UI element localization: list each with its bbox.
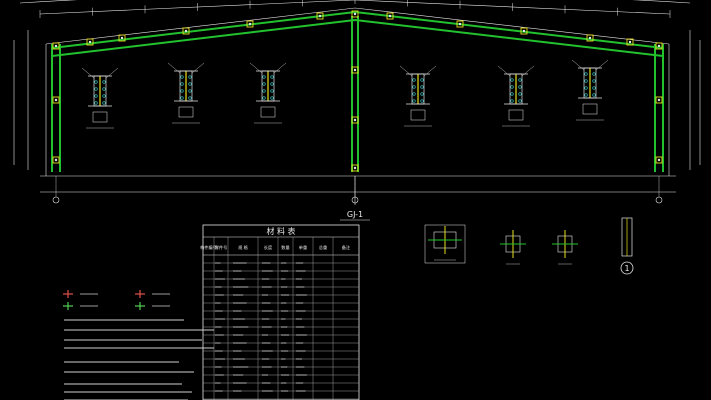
table-header-6: 总重 [319,244,327,250]
table-header-4: 数量 [281,244,289,251]
dimension-ticks [39,0,671,18]
general-notes [63,290,214,400]
right-details: 1 [620,217,634,275]
table-header-1: 零件号 [215,244,228,251]
table-header-5: 单重 [299,244,307,251]
overlay-caption-line2: 家仔细讲讲 [0,40,170,80]
table-header-2: 规 格 [238,244,249,251]
frame-label: GJ-1 [347,210,363,219]
frame-outline [13,7,701,205]
material-table-title: 材 料 表 [266,226,295,236]
portal-frame [51,10,664,172]
table-header-0: 构件编号 [200,244,217,251]
table-header-7: 备注 [342,244,351,251]
table-header-3: 长度 [264,244,273,251]
frame-nodes [52,10,663,204]
section-details [81,59,609,265]
detail-marker: 1 [624,264,629,273]
